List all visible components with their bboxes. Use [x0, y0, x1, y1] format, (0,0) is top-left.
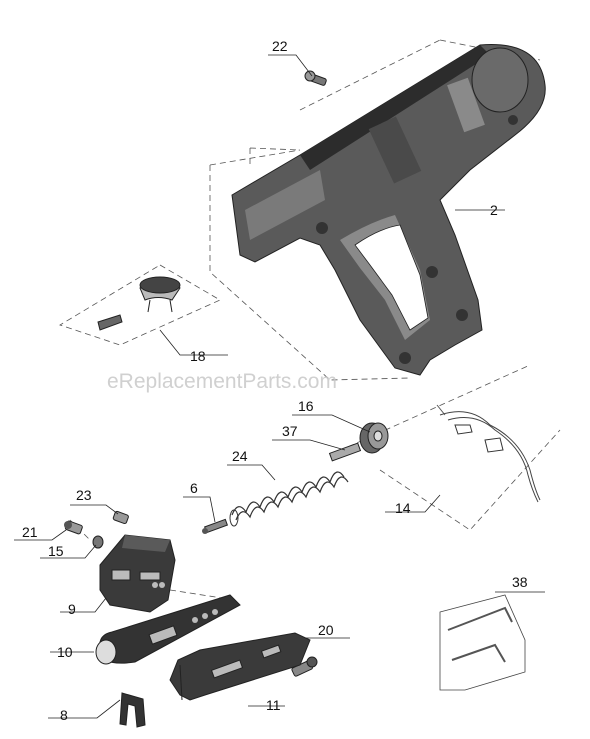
callout-11: 11 [266, 697, 281, 713]
callout-14: 14 [395, 500, 411, 516]
screw-part-21 [64, 520, 83, 535]
callout-23: 23 [76, 487, 92, 503]
hex-keys-part-38 [439, 594, 526, 691]
screw-part-23 [112, 510, 129, 525]
callout-22: 22 [272, 38, 288, 54]
shaft-part-37 [328, 442, 362, 462]
callout-18: 18 [190, 348, 206, 364]
clip-part-8 [119, 692, 146, 728]
callout-15: 15 [48, 543, 64, 559]
bracket-part-11 [169, 632, 311, 701]
nosepiece-part-9 [99, 534, 176, 613]
watermark-text: eReplacementParts.com [107, 370, 337, 393]
callout-38: 38 [512, 574, 528, 590]
spring-part-24 [229, 471, 349, 527]
callout-2: 2 [490, 202, 498, 218]
callout-24: 24 [232, 448, 248, 464]
callout-6: 6 [190, 480, 198, 496]
pin-part-6 [202, 518, 229, 534]
housing-part-2 [231, 44, 546, 376]
callout-9: 9 [68, 601, 76, 617]
callout-leaders [14, 54, 545, 719]
bushing-part-16 [359, 422, 389, 454]
callout-20: 20 [318, 622, 334, 638]
callout-37: 37 [282, 423, 298, 439]
callout-10: 10 [57, 644, 73, 660]
callout-16: 16 [298, 398, 314, 414]
callout-labels: 22 2 18 16 37 24 6 14 23 21 15 9 38 20 1… [22, 38, 528, 723]
adjuster-part-10 [95, 594, 241, 665]
callout-8: 8 [60, 707, 68, 723]
screw-part-20 [291, 656, 318, 677]
callout-21: 21 [22, 524, 38, 540]
screw-part-22 [304, 70, 327, 86]
cable-part-14 [436, 404, 541, 503]
clip-part-18 [97, 276, 181, 331]
